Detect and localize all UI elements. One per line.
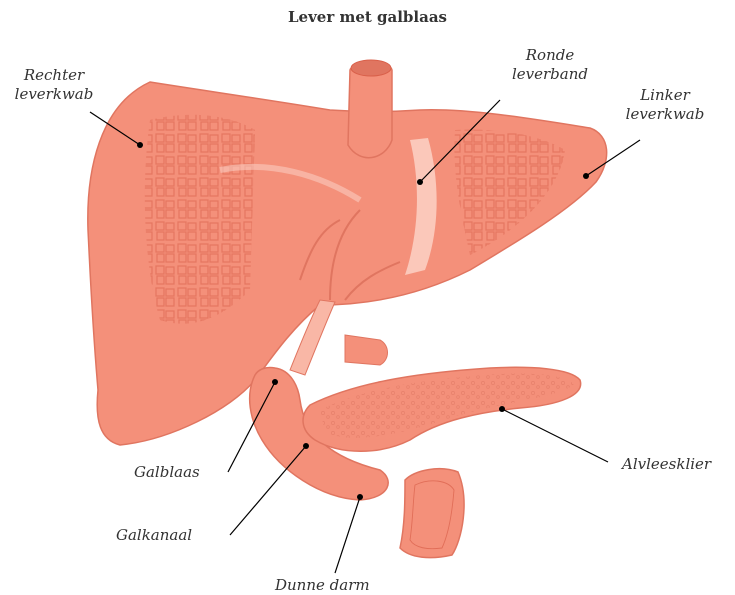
dot-bile-duct	[303, 443, 309, 449]
dot-pancreas	[499, 406, 505, 412]
dot-round-ligament	[417, 179, 423, 185]
leader-pancreas	[502, 409, 608, 462]
label-small-intestine: Dunne darm	[275, 576, 370, 595]
dot-small-intestine	[357, 494, 363, 500]
label-round-ligament: Ronde leverband	[500, 46, 600, 84]
vena-cava	[348, 63, 392, 158]
label-left-lobe: Linker leverkwab	[610, 86, 720, 124]
dot-right-lobe	[137, 142, 143, 148]
leader-bile-duct	[230, 446, 306, 535]
right-lobe-texture	[145, 115, 255, 324]
dot-gallbladder	[272, 379, 278, 385]
dot-left-lobe	[583, 173, 589, 179]
small-intestine-shape	[400, 469, 464, 558]
label-right-lobe: Rechter leverkwab	[6, 66, 102, 104]
diagram-title: Lever met galblaas	[0, 8, 735, 26]
label-pancreas: Alvleesklier	[622, 455, 711, 474]
label-gallbladder: Galblaas	[134, 463, 200, 482]
leader-small-intestine	[335, 497, 360, 573]
label-bile-duct: Galkanaal	[116, 526, 192, 545]
